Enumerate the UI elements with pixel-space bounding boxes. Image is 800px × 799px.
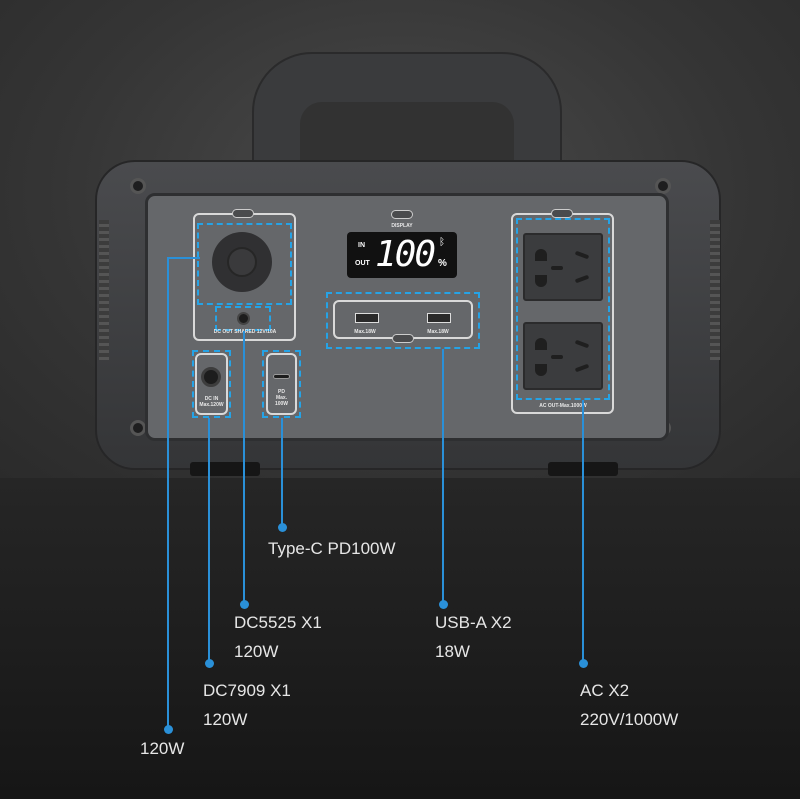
callout-line <box>442 349 444 602</box>
typec-port <box>273 374 290 379</box>
ac-rating: 220V/1000W <box>580 710 679 729</box>
dc-out-button[interactable] <box>232 209 254 218</box>
display-label: DISPLAY <box>391 223 413 229</box>
dc7909-port <box>201 367 221 387</box>
dc5525-title: DC5525 X1 <box>234 613 322 632</box>
pd-watts: 100W <box>274 401 289 407</box>
dc5525-callout: DC5525 X1 120W <box>234 608 322 666</box>
callout-line <box>582 400 584 661</box>
callout-line <box>281 418 283 525</box>
callout-dot <box>579 659 588 668</box>
dc-in-panel <box>195 353 228 415</box>
typec-callout: Type-C PD100W <box>268 539 396 558</box>
usb-label: Max.18W <box>354 329 376 335</box>
ac-title: AC X2 <box>580 681 630 700</box>
usb-label: Max.18W <box>427 329 449 335</box>
pd-max: Max. <box>275 395 288 401</box>
left-vent <box>99 220 109 360</box>
callout-line <box>167 257 169 727</box>
lcd-out: OUT <box>355 260 370 267</box>
usb-a-port <box>355 313 379 323</box>
usb-button[interactable] <box>392 334 414 343</box>
usba-callout: USB-A X2 18W <box>435 608 512 666</box>
ac-highlight <box>516 218 610 400</box>
typec-panel <box>266 353 297 415</box>
callout-dot <box>240 600 249 609</box>
callout-line <box>168 257 200 259</box>
car-socket-cap <box>227 247 257 277</box>
callout-line <box>243 331 245 602</box>
foot <box>190 462 260 476</box>
callout-dot <box>278 523 287 532</box>
ac-button[interactable] <box>551 209 573 218</box>
typec-highlight <box>262 350 301 418</box>
ac-socket <box>523 233 603 301</box>
callout-dot <box>205 659 214 668</box>
screw <box>130 420 146 436</box>
screw <box>655 178 671 194</box>
ac-callout: AC X2 220V/1000W <box>580 676 678 734</box>
dc7909-watts: 120W <box>203 710 248 729</box>
dc5525-highlight <box>215 306 271 331</box>
display-button[interactable] <box>391 210 413 219</box>
dc5525-port <box>237 312 250 325</box>
lcd-in: IN <box>358 242 365 249</box>
handle-opening <box>300 102 514 162</box>
usba-watts: 18W <box>435 642 470 661</box>
ac-label: AC OUT-Max.1000W <box>539 403 587 409</box>
dc7909-title: DC7909 X1 <box>203 681 291 700</box>
dc5525-watts: 120W <box>234 642 279 661</box>
lcd-screen: IN OUT 100 ᛒ % <box>347 232 457 278</box>
right-vent <box>710 220 720 360</box>
background-floor <box>0 478 800 799</box>
pd-title: PD <box>278 389 285 395</box>
dc-in-title: DC IN <box>204 396 219 402</box>
callout-dot <box>439 600 448 609</box>
callout-dot <box>164 725 173 734</box>
car-port-callout: 120W <box>140 739 185 758</box>
dc-out-label: DC OUT SHARED 12V/10A <box>213 329 277 335</box>
dc-in-max: Max.120W <box>199 402 224 408</box>
usb-a-port <box>427 313 451 323</box>
car-port-highlight <box>197 223 292 305</box>
dc-in-highlight <box>192 350 231 418</box>
lcd-value: 100 <box>375 234 436 275</box>
lcd-unit: % <box>438 258 447 269</box>
bluetooth-icon: ᛒ <box>439 237 445 248</box>
usb-highlight <box>326 292 480 349</box>
callout-line <box>208 418 210 661</box>
ac-socket <box>523 322 603 390</box>
usba-title: USB-A X2 <box>435 613 512 632</box>
dc7909-callout: DC7909 X1 120W <box>203 676 291 734</box>
screw <box>130 178 146 194</box>
